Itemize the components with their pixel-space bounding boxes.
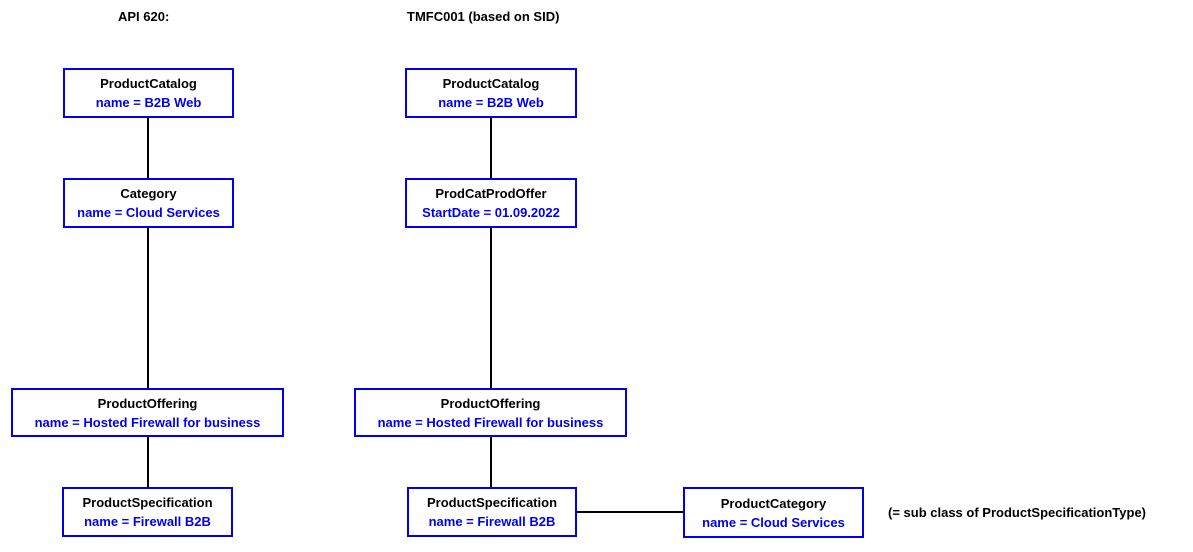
node-title: ProductSpecification	[82, 495, 213, 510]
node-title: ProductOffering	[97, 395, 198, 411]
connector-api-category-to-offering	[147, 228, 149, 388]
node-title: Category	[120, 186, 177, 201]
connector-tmf-prodcatprodoffer-to-offering	[490, 228, 492, 388]
connector-api-catalog-to-category	[147, 118, 149, 178]
node-tmf-product-offering: ProductOffering name = Hosted Firewall f…	[354, 388, 627, 437]
node-api-product-specification: ProductSpecification name = Firewall B2B	[62, 487, 233, 537]
node-attribute: name = Firewall B2B	[428, 514, 556, 529]
node-title: ProdCatProdOffer	[435, 186, 547, 201]
left-column-title: API 620:	[118, 9, 170, 24]
connector-api-offering-to-specification	[147, 437, 149, 487]
node-attribute: StartDate = 01.09.2022	[422, 205, 560, 220]
right-column-title: TMFC001 (based on SID)	[407, 9, 560, 24]
node-api-product-catalog: ProductCatalog name = B2B Web	[63, 68, 234, 118]
node-title: ProductCategory	[720, 495, 827, 511]
node-attribute: name = Hosted Firewall for business	[34, 414, 261, 430]
connector-tmf-catalog-to-prodcatprodoffer	[490, 118, 492, 178]
node-api-product-offering: ProductOffering name = Hosted Firewall f…	[11, 388, 284, 437]
node-attribute: name = B2B Web	[95, 95, 202, 110]
node-attribute: name = Cloud Services	[77, 205, 220, 220]
node-attribute: name = B2B Web	[438, 95, 544, 110]
node-tmf-prodcatprodoffer: ProdCatProdOffer StartDate = 01.09.2022	[405, 178, 577, 228]
node-title: ProductCatalog	[100, 76, 197, 91]
node-title: ProductSpecification	[426, 495, 558, 510]
connector-tmf-specification-to-productcategory	[577, 511, 683, 513]
node-attribute: name = Cloud Services	[702, 514, 845, 530]
node-api-category: Category name = Cloud Services	[63, 178, 234, 228]
node-tmf-product-specification: ProductSpecification name = Firewall B2B	[407, 487, 577, 537]
node-tmf-product-catalog: ProductCatalog name = B2B Web	[405, 68, 577, 118]
node-attribute: name = Hosted Firewall for business	[377, 414, 604, 430]
node-title: ProductOffering	[440, 395, 541, 411]
node-attribute: name = Firewall B2B	[84, 514, 211, 529]
connector-tmf-offering-to-specification	[490, 437, 492, 487]
subclass-annotation: (= sub class of ProductSpecificationType…	[888, 505, 1147, 520]
node-tmf-product-category: ProductCategory name = Cloud Services	[683, 487, 864, 538]
node-title: ProductCatalog	[442, 76, 540, 91]
